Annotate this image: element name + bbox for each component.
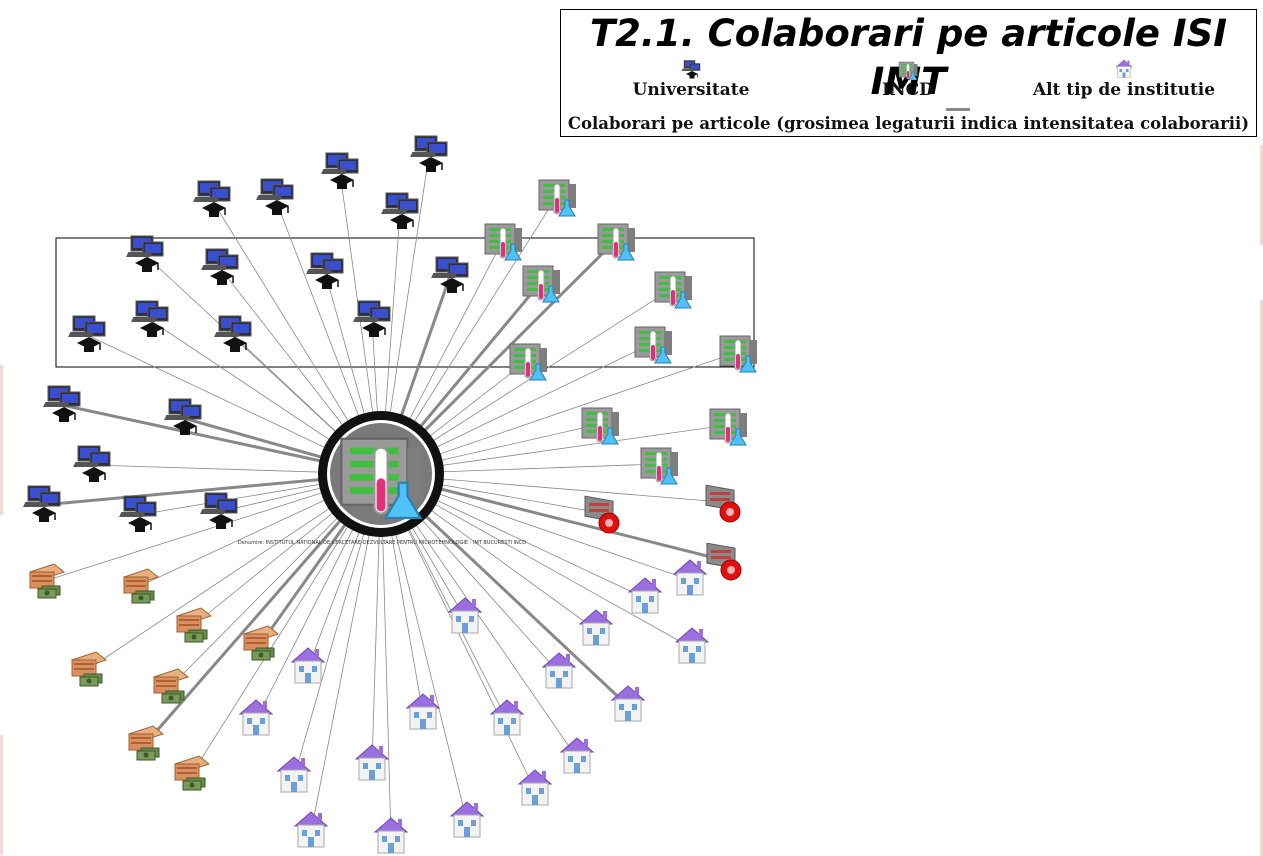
legend-label-university: Universitate xyxy=(632,80,750,100)
legend-link-sample xyxy=(946,108,970,111)
university-icon[interactable] xyxy=(200,248,239,286)
university-icon[interactable] xyxy=(67,315,106,353)
center-node[interactable] xyxy=(318,411,444,537)
university-icon[interactable] xyxy=(409,135,448,173)
other-institution-icon[interactable] xyxy=(611,685,645,722)
incd-icon[interactable] xyxy=(640,447,679,485)
funding-institution-icon[interactable] xyxy=(243,625,279,661)
red-institution-icon[interactable] xyxy=(705,484,741,523)
university-icon[interactable] xyxy=(22,485,61,523)
funding-institution-icon[interactable] xyxy=(176,607,212,643)
funding-institution-icon[interactable] xyxy=(29,563,65,599)
university-icon[interactable] xyxy=(352,300,391,338)
incd-icon[interactable] xyxy=(581,407,620,445)
other-institution-icon[interactable] xyxy=(277,756,311,793)
other-institution-icon[interactable] xyxy=(406,693,440,730)
red-institution-icon[interactable] xyxy=(706,542,742,581)
university-icon[interactable] xyxy=(305,252,344,290)
university-icon[interactable] xyxy=(192,180,231,218)
legend-links-label: Colaborari pe articole (grosimea legatur… xyxy=(567,114,1250,133)
university-icon[interactable] xyxy=(130,300,169,338)
edge-mark xyxy=(1260,145,1263,245)
other-institution-icon[interactable] xyxy=(673,559,707,596)
other-institution-icon[interactable] xyxy=(579,609,613,646)
other-institution-icon[interactable] xyxy=(675,627,709,664)
university-icon[interactable] xyxy=(125,235,164,273)
funding-institution-icon[interactable] xyxy=(128,725,164,761)
incd-icon[interactable] xyxy=(538,179,577,217)
legend: T2.1. Colaborari pe articole ISI IMT Uni… xyxy=(560,9,1257,137)
other-institution-icon[interactable] xyxy=(450,801,484,838)
incd-icon[interactable] xyxy=(634,326,673,364)
other-institution-icon[interactable] xyxy=(628,577,662,614)
funding-institution-icon[interactable] xyxy=(153,668,189,704)
other-institution-icon xyxy=(1115,60,1133,78)
edge-mark xyxy=(1260,300,1263,856)
university-icon xyxy=(681,60,701,79)
other-institution-icon[interactable] xyxy=(355,744,389,781)
legend-item-incd: INCD xyxy=(808,60,1008,100)
incd-icon[interactable] xyxy=(509,343,548,381)
other-institution-icon[interactable] xyxy=(448,597,482,634)
university-icon[interactable] xyxy=(255,178,294,216)
university-icon[interactable] xyxy=(118,495,157,533)
legend-label-other: Alt tip de institutie xyxy=(1032,80,1216,100)
university-icon[interactable] xyxy=(320,152,359,190)
legend-label-incd: INCD xyxy=(882,80,934,100)
edge-mark xyxy=(0,735,3,855)
university-icon[interactable] xyxy=(380,192,419,230)
other-institution-icon[interactable] xyxy=(291,647,325,684)
other-institution-icon[interactable] xyxy=(239,699,273,736)
incd-icon[interactable] xyxy=(709,408,748,446)
edge-mark xyxy=(0,365,3,515)
university-icon[interactable] xyxy=(199,492,238,530)
legend-item-other: Alt tip de institutie xyxy=(1024,60,1224,100)
legend-item-university: Universitate xyxy=(591,60,791,100)
funding-institution-icon[interactable] xyxy=(71,651,107,687)
funding-institution-icon[interactable] xyxy=(123,568,159,604)
legend-title: T2.1. Colaborari pe articole ISI IMT xyxy=(589,12,1228,103)
other-institution-icon[interactable] xyxy=(490,699,524,736)
other-institution-icon[interactable] xyxy=(374,817,408,854)
funding-institution-icon[interactable] xyxy=(174,755,210,791)
university-icon[interactable] xyxy=(213,315,252,353)
other-institution-icon[interactable] xyxy=(294,811,328,848)
incd-icon[interactable] xyxy=(597,223,636,261)
incd-icon[interactable] xyxy=(484,223,523,261)
university-icon[interactable] xyxy=(72,445,111,483)
incd-icon xyxy=(898,61,918,80)
other-institution-icon[interactable] xyxy=(518,769,552,806)
selection-rectangle xyxy=(55,237,755,368)
other-institution-icon[interactable] xyxy=(542,652,576,689)
university-icon[interactable] xyxy=(42,385,81,423)
center-node-caption: Denumire: INSTITUTUL NATIONAL DE CERCETA… xyxy=(238,540,526,546)
incd-icon[interactable] xyxy=(654,271,693,309)
university-icon[interactable] xyxy=(430,256,469,294)
other-institution-icon[interactable] xyxy=(560,737,594,774)
